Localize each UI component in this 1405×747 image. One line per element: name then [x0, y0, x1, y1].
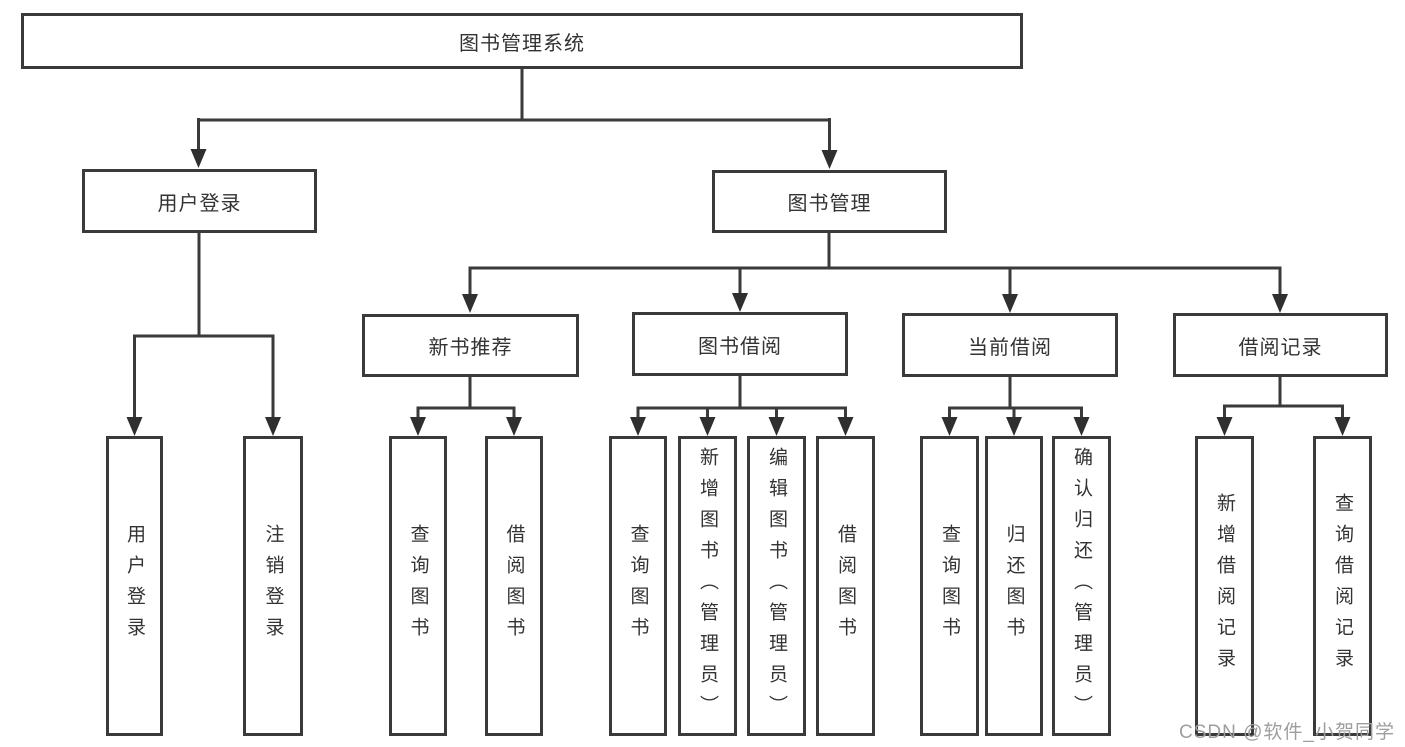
- node-user-login: 用户登录: [82, 169, 317, 233]
- node-label: 图书管理系统: [459, 32, 585, 55]
- node-label: 当前借阅: [968, 336, 1052, 359]
- node-label: 用户登录: [157, 192, 242, 215]
- leaf-logout: 注销登录: [243, 436, 303, 736]
- node-label: 图书管理: [787, 193, 872, 215]
- leaf-borrow-book: 借阅图书: [816, 436, 875, 736]
- node-label: 图书借阅: [698, 335, 782, 358]
- leaf-label: 新增借阅记录: [1214, 493, 1235, 679]
- leaf-query-book-current: 查询图书: [920, 436, 979, 736]
- node-label: 借阅记录: [1238, 336, 1323, 359]
- leaf-label: 编辑图书（管理员）: [766, 446, 787, 726]
- leaf-label: 查询借阅记录: [1332, 493, 1353, 679]
- leaf-query-borrow-record: 查询借阅记录: [1313, 436, 1372, 736]
- leaf-query-book-borrow: 查询图书: [609, 436, 667, 736]
- leaf-confirm-return-admin: 确认归还（管理员）: [1052, 436, 1111, 736]
- connector-edges: [133, 69, 1344, 420]
- node-current-borrow: 当前借阅: [902, 313, 1118, 377]
- leaf-user-login: 用户登录: [106, 436, 163, 736]
- leaf-label: 查询图书: [627, 524, 649, 648]
- node-new-book-recommend: 新书推荐: [362, 314, 579, 377]
- leaf-label: 新增图书（管理员）: [697, 446, 718, 726]
- node-book-borrow: 图书借阅: [632, 312, 848, 376]
- leaf-label: 查询图书: [407, 524, 429, 648]
- leaf-query-book-recommend: 查询图书: [389, 436, 447, 736]
- leaf-label: 确认归还（管理员）: [1071, 446, 1092, 726]
- leaf-label: 用户登录: [124, 524, 145, 648]
- leaf-return-book: 归还图书: [985, 436, 1043, 736]
- leaf-borrow-book-recommend: 借阅图书: [485, 436, 543, 736]
- leaf-label: 借阅图书: [835, 524, 856, 648]
- leaf-edit-book-admin: 编辑图书（管理员）: [747, 436, 806, 736]
- node-label: 新书推荐: [428, 337, 513, 359]
- leaf-label: 注销登录: [262, 524, 284, 648]
- csdn-watermark: CSDN @软件_小贺同学: [1179, 722, 1395, 743]
- leaf-add-book-admin: 新增图书（管理员）: [678, 436, 737, 736]
- node-root-system: 图书管理系统: [21, 13, 1023, 69]
- node-book-management: 图书管理: [712, 170, 947, 233]
- leaf-label: 借阅图书: [503, 524, 525, 648]
- leaf-label: 查询图书: [939, 524, 960, 648]
- node-borrow-records: 借阅记录: [1173, 313, 1388, 377]
- leaf-label: 归还图书: [1003, 524, 1025, 648]
- leaf-add-borrow-record: 新增借阅记录: [1195, 436, 1254, 736]
